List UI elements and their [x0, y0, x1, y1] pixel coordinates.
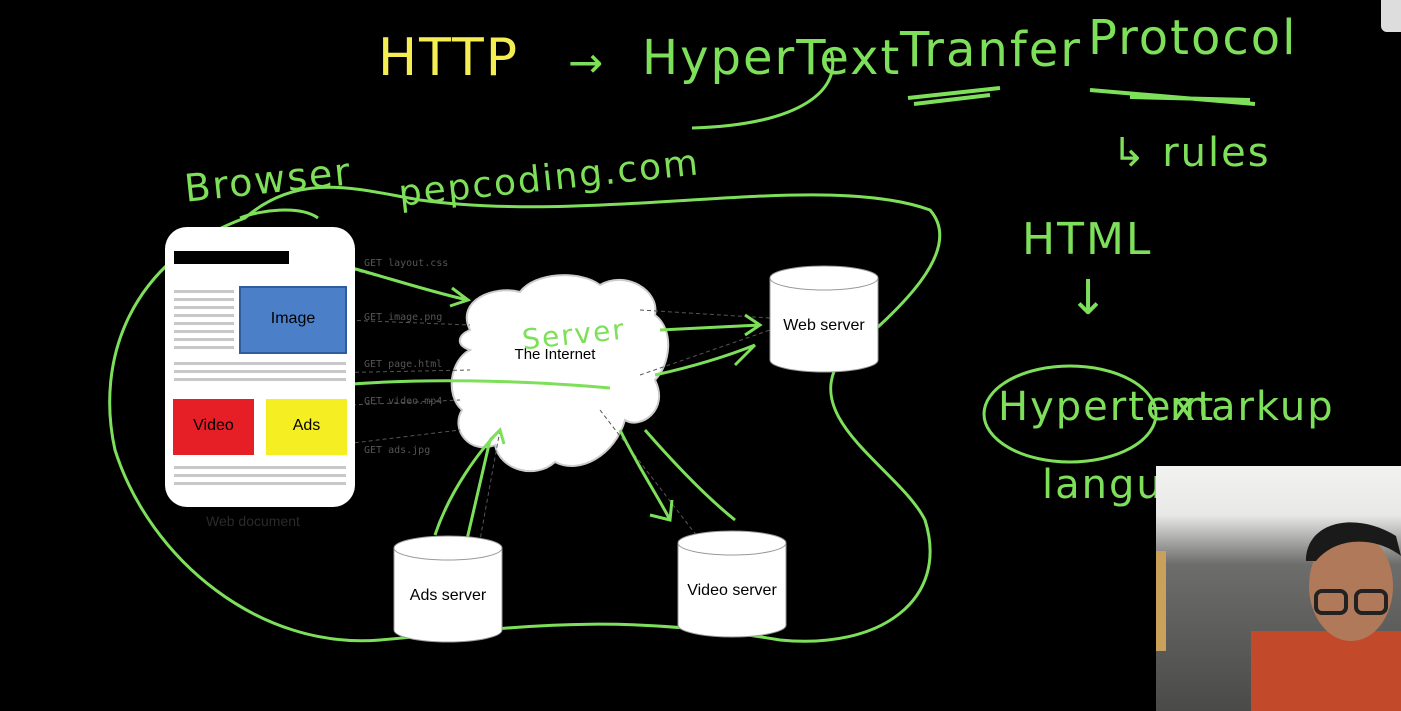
browser-pointer-stroke: [239, 208, 319, 220]
http-text: HTTP: [378, 28, 520, 88]
corner-widget-button[interactable]: [1381, 0, 1401, 32]
protocol-underline-stroke: [1089, 88, 1256, 106]
text-line: [174, 474, 346, 477]
text-line: [174, 298, 234, 301]
request-label: GET video.mp4: [364, 396, 443, 407]
text-line: [174, 338, 234, 341]
arrow-internet-video: [618, 429, 736, 522]
video-server-label: Video server: [687, 582, 777, 599]
video-server-cylinder: [677, 530, 787, 638]
document-title-bar: [174, 251, 289, 264]
arrow-internet-webserver: [654, 313, 763, 377]
hypertext-text: HyperText: [642, 30, 902, 86]
text-line: [174, 346, 234, 349]
web-server-label: Web server: [783, 317, 865, 334]
request-label: GET page.html: [364, 359, 443, 370]
rules-text: ↳ rules: [1112, 130, 1271, 176]
video-label: Video: [193, 417, 234, 434]
image-placeholder: Image: [239, 286, 347, 354]
text-line: [174, 378, 346, 381]
document-caption: Web document: [206, 513, 300, 529]
text-line: [174, 466, 346, 469]
protocol-text: Protocol: [1088, 10, 1298, 66]
text-line: [174, 362, 346, 365]
internet-cloud: [450, 274, 670, 472]
text-line: [174, 322, 234, 325]
text-line: [174, 306, 234, 309]
presenter-video: [1156, 522, 1401, 711]
image-label: Image: [270, 310, 316, 327]
text-line: [174, 330, 234, 333]
text-line: [174, 290, 234, 293]
text-line: [174, 314, 234, 317]
ads-server-label: Ads server: [409, 587, 487, 604]
browser-loop-stroke: [108, 185, 942, 643]
ads-label: Ads: [292, 417, 321, 434]
dashed-connectors: [239, 262, 771, 541]
arrow-ads-internet: [433, 427, 506, 549]
ads-placeholder: Ads: [266, 399, 347, 455]
hypertext-underline-stroke: [691, 47, 835, 130]
web-server-cylinder: [769, 265, 879, 373]
internet-label: The Internet: [514, 346, 596, 363]
text-line: [174, 370, 346, 373]
request-label: GET ads.jpg: [364, 445, 431, 456]
arrow-down-text: ↓: [1068, 270, 1111, 326]
html-text: HTML: [1022, 214, 1153, 265]
ads-server-cylinder: [393, 535, 503, 643]
request-label: GET image.png: [364, 312, 443, 323]
transfer-underline-stroke: [907, 86, 1001, 106]
markup-text: markup: [1170, 384, 1335, 430]
web-document: [165, 227, 355, 507]
webcam-overlay: [1156, 466, 1401, 711]
arrow-right-text: →: [568, 38, 606, 87]
request-label: GET layout.css: [364, 258, 449, 269]
text-line: [174, 482, 346, 485]
video-placeholder: Video: [173, 399, 254, 455]
hypertext2-text: Hypertext: [998, 384, 1216, 430]
transfer-text: Tranfer: [900, 22, 1082, 78]
hypertext-circle-stroke: [982, 364, 1158, 464]
